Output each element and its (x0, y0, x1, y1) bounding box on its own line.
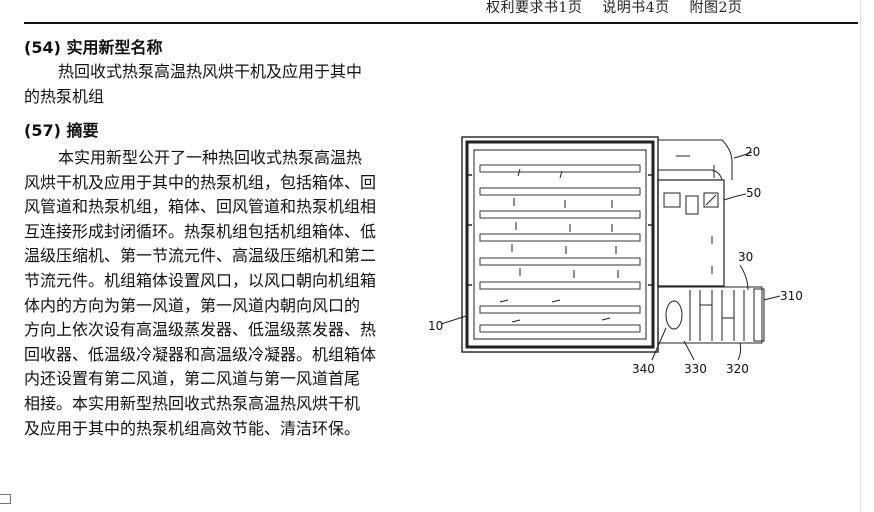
leader-330 (683, 340, 695, 361)
fan-340 (665, 300, 683, 330)
chamber-outer (461, 136, 659, 353)
return-air-duct-inner (658, 169, 723, 181)
scroll-marker[interactable] (0, 494, 11, 504)
shelves (479, 164, 641, 333)
abstract-line: 回收器、低温级冷凝器和高温级冷凝器。机组箱体 (24, 344, 377, 364)
claims-pages: 权利要求书1页 (486, 0, 583, 16)
lower-unit-30 (657, 286, 763, 344)
chamber-wall (465, 140, 655, 349)
header-rule (24, 22, 858, 24)
heat-pump-unit (657, 179, 725, 287)
abstract-line: 体内的方向为第一风道，第一风道内朝向风口的 (24, 295, 361, 315)
control-display (663, 192, 681, 208)
leader-50 (723, 193, 747, 201)
utility-model-title: 热回收式热泵高温热风烘干机及应用于其中 的热泵机组 (24, 60, 362, 109)
abstract-line: 内还设置有第二风道，第二风道与第一风道首尾 (24, 369, 361, 389)
abstract-line: 互连接形成封闭循环。热泵机组包括机组箱体、低 (24, 221, 377, 241)
label-340: 340 (632, 362, 655, 376)
section-abstract-label: (57) 摘要 (24, 121, 99, 140)
title-line: 的热泵机组 (24, 86, 105, 106)
leader-20 (733, 151, 753, 159)
control-gauge (703, 192, 719, 208)
drawing-pages: 附图2页 (689, 0, 743, 16)
abstract-line: 方向上依次设有高温级蒸发器、低温级蒸发器、热 (24, 320, 377, 340)
leader-30 (739, 264, 749, 291)
label-320: 320 (726, 362, 749, 376)
label-330: 330 (684, 362, 707, 376)
label-30: 30 (738, 250, 753, 264)
outlet-310 (753, 288, 765, 342)
leader-310 (763, 295, 781, 301)
page-count-header: 权利要求书1页 说明书4页 附图2页 (486, 0, 742, 17)
return-air-duct (658, 139, 733, 180)
flow-arrows (499, 168, 619, 323)
chamber-inner (473, 149, 647, 340)
abstract-line: 相接。本实用新型热回收式热泵高温热风烘干机 (24, 393, 361, 413)
abstract-text: 本实用新型公开了一种热回收式热泵高温热 风烘干机及应用于其中的热泵机组，包括箱体… (24, 146, 376, 441)
section-name-label: (54) 实用新型名称 (24, 38, 163, 57)
description-pages: 说明书4页 (602, 0, 670, 16)
label-50: 50 (746, 186, 761, 200)
abstract-line: 温级压缩机、第一节流元件、高温级压缩机和第二 (24, 246, 377, 266)
leader-10 (440, 315, 467, 325)
control-switch (685, 195, 699, 215)
shelf-brackets (468, 174, 652, 286)
title-line: 热回收式热泵高温热风烘干机及应用于其中 (58, 62, 363, 81)
abstract-line: 本实用新型公开了一种热回收式热泵高温热 (58, 148, 363, 167)
abstract-line: 节流元件。机组箱体设置风口，以风口朝向机组箱 (24, 270, 377, 290)
abstract-line: 及应用于其中的热泵机组高效节能、清洁环保。 (24, 418, 361, 438)
label-310: 310 (780, 289, 803, 303)
page-edge (860, 0, 861, 512)
label-20: 20 (745, 145, 760, 159)
leader-340 (651, 327, 667, 361)
label-10: 10 (428, 319, 443, 333)
leader-320 (737, 342, 742, 361)
top-header: 权利要求书1页 说明书4页 附图2页 (0, 0, 874, 22)
abstract-line: 风管道和热泵机组，箱体、回风管道和热泵机组相 (24, 197, 377, 217)
abstract-line: 风烘干机及应用于其中的热泵机组，包括箱体、回 (24, 172, 377, 192)
